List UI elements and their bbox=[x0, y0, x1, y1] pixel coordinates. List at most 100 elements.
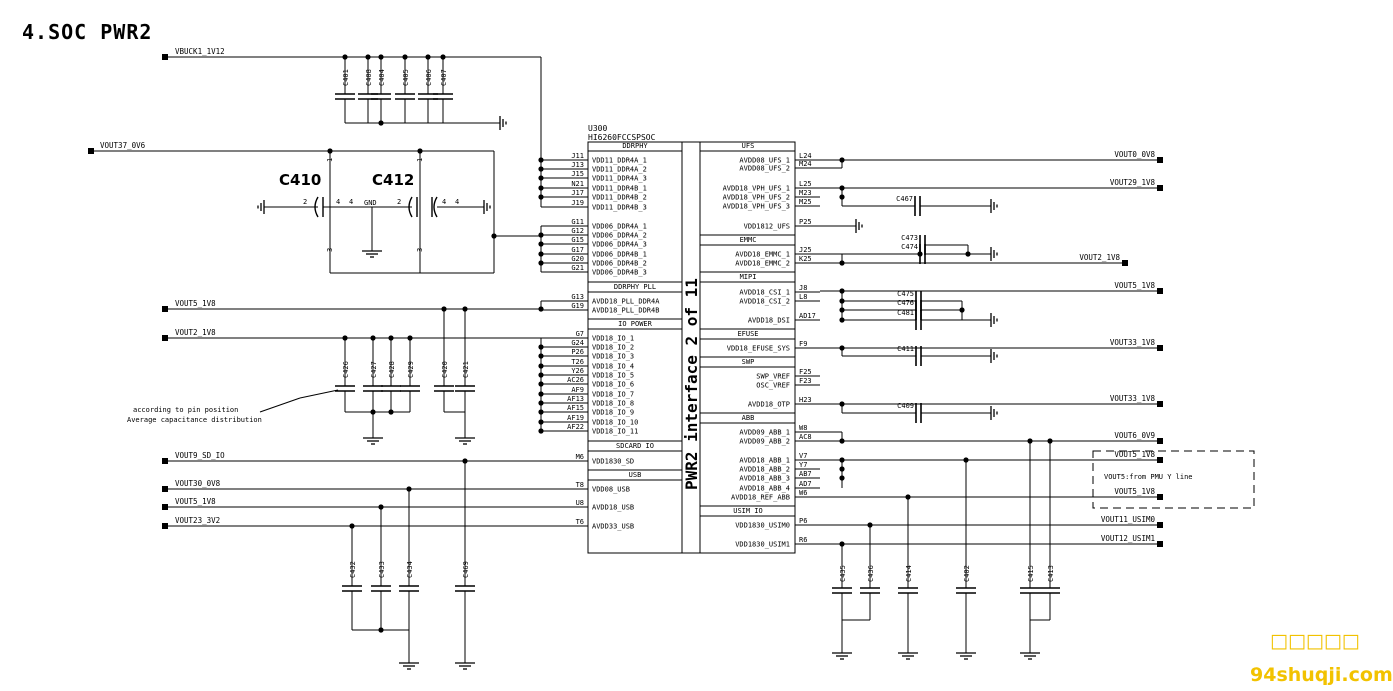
capacitor-label: C409 bbox=[897, 402, 914, 410]
capacitor-label: C467 bbox=[896, 195, 913, 203]
pin-number: W6 bbox=[799, 489, 807, 497]
junction-dot bbox=[839, 157, 845, 163]
capacitor-label: C427 bbox=[370, 361, 378, 378]
junction-dot bbox=[538, 381, 544, 387]
junction-dot bbox=[407, 335, 413, 341]
junction-dot bbox=[538, 409, 544, 415]
net-terminal bbox=[1157, 494, 1163, 500]
capacitor-label: C407 bbox=[440, 69, 448, 86]
pin-number: M6 bbox=[576, 453, 584, 461]
capacitor-label: C474 bbox=[901, 243, 918, 251]
ic-section-header: MIPI bbox=[740, 273, 757, 281]
pin-number: M24 bbox=[799, 160, 812, 168]
capacitor-label: C436 bbox=[867, 565, 875, 582]
junction-dot bbox=[538, 363, 544, 369]
pin-number: J13 bbox=[571, 161, 584, 169]
pin-number: J25 bbox=[799, 246, 812, 254]
pin-name: VDD1830_SD bbox=[592, 458, 634, 466]
junction-dot bbox=[839, 298, 845, 304]
capacitor-label: C481 bbox=[897, 309, 914, 317]
pin-number: P25 bbox=[799, 218, 812, 226]
pin-name: VDD18_IO_1 bbox=[592, 335, 634, 343]
capacitor-label: C413 bbox=[1047, 565, 1055, 582]
pin-name: VDD18_IO_9 bbox=[592, 409, 634, 417]
net-terminal bbox=[1157, 157, 1163, 163]
watermark-line-1: □□□□□ bbox=[1270, 630, 1360, 652]
junction-dot bbox=[388, 335, 394, 341]
junction-dot bbox=[965, 251, 971, 257]
ic-section-header: IO POWER bbox=[618, 320, 653, 328]
capacitor-label: C421 bbox=[462, 361, 470, 378]
pin-label: 4 bbox=[455, 198, 459, 206]
pin-number: J19 bbox=[571, 199, 584, 207]
pin-number: J15 bbox=[571, 170, 584, 178]
pin-label: 1 bbox=[416, 158, 424, 162]
pin-name: AVDD33_USB bbox=[592, 523, 634, 531]
junction-dot bbox=[378, 54, 384, 60]
junction-dot bbox=[905, 494, 911, 500]
pin-name: VDD18_IO_11 bbox=[592, 428, 638, 436]
junction-dot bbox=[538, 391, 544, 397]
pin-name: AVDD18_VPH_UFS_3 bbox=[723, 203, 790, 211]
junction-dot bbox=[839, 541, 845, 547]
junction-dot bbox=[462, 458, 468, 464]
pin-number: L24 bbox=[799, 152, 812, 160]
net-label: VOUT37_0V6 bbox=[100, 141, 146, 150]
ic-section-header: UFS bbox=[742, 142, 755, 150]
pin-label: 3 bbox=[326, 248, 334, 252]
junction-dot bbox=[538, 241, 544, 247]
net-label: VOUT2_1V8 bbox=[175, 328, 216, 337]
pin-number: T6 bbox=[576, 518, 584, 526]
pin-label: 2 bbox=[397, 198, 401, 206]
junction-dot bbox=[538, 166, 544, 172]
wire bbox=[299, 389, 339, 399]
pin-number: J8 bbox=[799, 284, 807, 292]
pin-name: AVDD18_VPH_UFS_1 bbox=[723, 185, 790, 193]
pin-name: AVDD18_ABB_3 bbox=[739, 475, 790, 483]
capacitor-label: C405 bbox=[402, 69, 410, 86]
ic-part-number: HI6260FCCSPSOC bbox=[588, 133, 656, 142]
junction-dot bbox=[441, 306, 447, 312]
pin-label: 1 bbox=[326, 158, 334, 162]
junction-dot bbox=[417, 148, 423, 154]
pin-name: AVDD18_EMMC_2 bbox=[735, 260, 790, 268]
junction-dot bbox=[839, 345, 845, 351]
pin-name: AVDD18_ABB_4 bbox=[739, 485, 790, 493]
capacitor-label: C401 bbox=[342, 69, 350, 86]
pin-name: VDD06_DDR4A_1 bbox=[592, 223, 647, 231]
pin-number: F23 bbox=[799, 377, 812, 385]
capacitor-label: C476 bbox=[897, 299, 914, 307]
capacitor-label: C473 bbox=[901, 234, 918, 242]
junction-dot bbox=[370, 409, 376, 415]
capacitor-label: C404 bbox=[378, 69, 386, 86]
junction-dot bbox=[538, 251, 544, 257]
net-label: VOUT9_SD_IO bbox=[175, 451, 225, 460]
pin-number: AC8 bbox=[799, 433, 812, 441]
junction-dot bbox=[839, 307, 845, 313]
ic-body bbox=[587, 141, 796, 554]
junction-dot bbox=[839, 401, 845, 407]
pin-number: AD7 bbox=[799, 480, 812, 488]
junction-dot bbox=[538, 372, 544, 378]
pin-number: G24 bbox=[571, 339, 584, 347]
junction-dot bbox=[327, 148, 333, 154]
pin-number: W8 bbox=[799, 424, 807, 432]
pin-name: AVDD18_EMMC_1 bbox=[735, 251, 790, 259]
pin-number: M25 bbox=[799, 198, 812, 206]
pin-number: V7 bbox=[799, 452, 807, 460]
net-label: VOUT23_3V2 bbox=[175, 516, 220, 525]
ic-section-header: DDRPHY bbox=[622, 142, 648, 150]
gnd-label: GND bbox=[364, 199, 377, 207]
junction-dot bbox=[538, 157, 544, 163]
junction-dot bbox=[349, 523, 355, 529]
ic-body-text: PWR2 interface 2 of 11 bbox=[682, 278, 701, 490]
pin-name: AVDD18_USB bbox=[592, 504, 634, 512]
junction-dot bbox=[462, 306, 468, 312]
junction-dot bbox=[538, 175, 544, 181]
junction-dot bbox=[917, 251, 923, 257]
pin-number: N21 bbox=[571, 180, 584, 188]
pin-number: Y7 bbox=[799, 461, 807, 469]
pin-number: AD17 bbox=[799, 312, 816, 320]
capacitor-label: C414 bbox=[905, 565, 913, 582]
net-label: VOUT29_1V8 bbox=[1110, 178, 1156, 187]
